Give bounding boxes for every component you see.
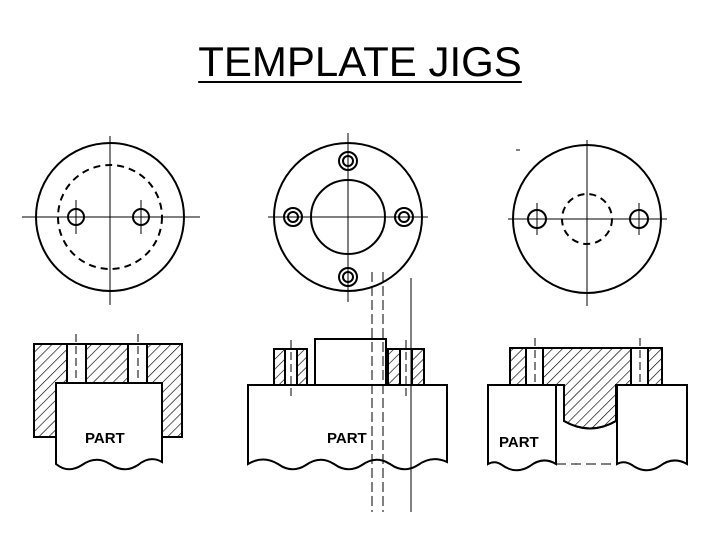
jig-3-part-label: PART (499, 434, 539, 451)
jig-1-plan-view (22, 136, 200, 305)
jig-1-section-view (33, 334, 183, 471)
jig-2 (247, 133, 448, 512)
jig-3-section-view (487, 149, 688, 472)
jig-3-plan-view (508, 140, 667, 306)
title-text: TEMPLATE JIGS (198, 38, 522, 85)
jig-1 (22, 136, 200, 471)
jig-2-part-label: PART (327, 430, 367, 447)
jig-2-plan-view (268, 133, 428, 302)
jig-3 (487, 140, 688, 472)
jig-1-part-label: PART (85, 430, 125, 447)
page-title: TEMPLATE JIGS (0, 38, 720, 86)
jig-2-section-view (247, 272, 448, 512)
